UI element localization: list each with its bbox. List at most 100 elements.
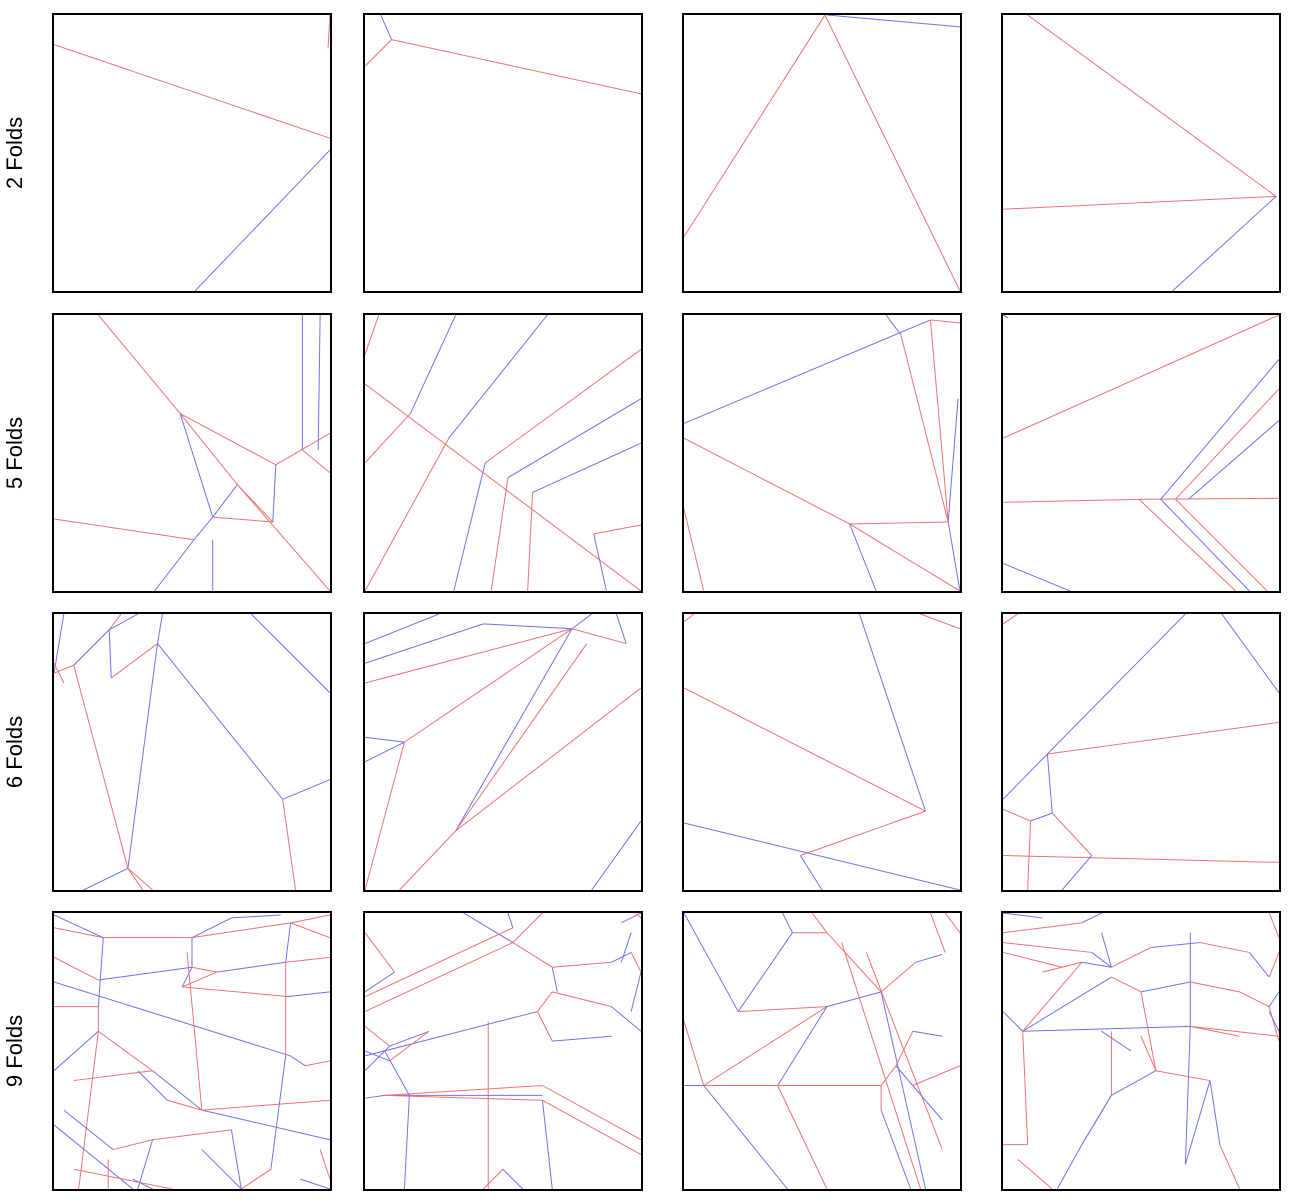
valley-fold-line xyxy=(73,629,110,666)
valley-fold-line xyxy=(1184,1080,1211,1165)
mountain-fold-line xyxy=(73,1070,153,1082)
mountain-fold-line xyxy=(880,961,916,993)
mountain-fold-line xyxy=(1139,497,1279,500)
crease-pattern-panel xyxy=(682,911,962,1191)
mountain-fold-line xyxy=(512,942,553,968)
mountain-fold-line xyxy=(929,319,949,523)
valley-fold-line xyxy=(507,398,641,479)
mountain-fold-line xyxy=(811,913,828,934)
mountain-fold-line xyxy=(1003,614,1019,625)
mountain-fold-line xyxy=(1003,498,1140,503)
mountain-fold-line xyxy=(738,1006,827,1013)
mountain-fold-line xyxy=(684,687,926,812)
valley-fold-line xyxy=(1187,420,1279,500)
mountain-fold-line xyxy=(1047,721,1279,755)
valley-fold-line xyxy=(231,914,281,919)
valley-fold-line xyxy=(317,315,321,451)
mountain-fold-line xyxy=(73,1168,173,1189)
valley-fold-line xyxy=(593,533,607,591)
crease-lines xyxy=(684,614,960,890)
mountain-fold-line xyxy=(365,742,405,890)
valley-fold-line xyxy=(365,1094,385,1099)
mountain-fold-line xyxy=(930,319,960,324)
valley-fold-line xyxy=(179,413,214,518)
mountain-fold-line xyxy=(113,1139,153,1151)
valley-fold-line xyxy=(684,319,931,424)
valley-fold-line xyxy=(216,961,286,973)
mountain-fold-line xyxy=(630,952,641,973)
valley-fold-line xyxy=(1022,1025,1191,1032)
valley-fold-line xyxy=(1101,932,1112,968)
valley-fold-line xyxy=(285,991,330,998)
mountain-fold-line xyxy=(282,799,296,890)
mountain-fold-line xyxy=(241,1168,272,1189)
mountain-fold-line xyxy=(684,15,826,238)
mountain-fold-line xyxy=(1268,952,1279,978)
valley-fold-line xyxy=(1081,913,1102,924)
valley-fold-line xyxy=(885,315,902,336)
crease-pattern-panel xyxy=(682,313,962,593)
valley-fold-line xyxy=(1003,562,1071,591)
crease-lines xyxy=(365,913,641,1189)
row-label-text: 6 Folds xyxy=(2,715,27,789)
mountain-fold-line xyxy=(127,867,153,890)
mountain-fold-line xyxy=(684,437,850,525)
mountain-fold-line xyxy=(191,966,217,973)
valley-fold-line xyxy=(571,614,593,630)
mountain-fold-line xyxy=(703,1006,828,1086)
mountain-fold-line xyxy=(319,1149,330,1180)
mountain-fold-line xyxy=(327,15,330,49)
mountain-fold-line xyxy=(684,614,695,623)
mountain-fold-line xyxy=(912,1065,960,1086)
mountain-fold-line xyxy=(1051,812,1093,856)
mountain-fold-line xyxy=(1003,951,1063,968)
mountain-fold-line xyxy=(1268,913,1279,938)
valley-fold-line xyxy=(1268,1011,1279,1032)
valley-fold-line xyxy=(365,1011,538,1057)
valley-fold-line xyxy=(849,523,877,591)
valley-fold-line xyxy=(194,149,330,291)
crease-pattern-panel xyxy=(363,911,643,1191)
valley-fold-line xyxy=(54,914,104,939)
valley-fold-line xyxy=(132,1178,153,1189)
mountain-fold-line xyxy=(527,492,534,591)
crease-lines xyxy=(54,614,330,890)
mountain-fold-line xyxy=(1003,922,1082,934)
row-label: 2 Folds xyxy=(0,13,30,293)
mountain-fold-line xyxy=(399,830,457,890)
valley-fold-line xyxy=(365,1050,390,1062)
crease-pattern-panel xyxy=(52,13,332,293)
mountain-fold-line xyxy=(181,971,217,988)
valley-fold-line xyxy=(703,1085,788,1189)
valley-fold-line xyxy=(63,1109,114,1150)
crease-pattern-panel xyxy=(1001,313,1281,593)
valley-fold-line xyxy=(684,822,960,890)
row-label-text: 2 Folds xyxy=(2,116,27,190)
valley-fold-line xyxy=(611,951,632,963)
mountain-fold-line xyxy=(944,913,960,934)
valley-fold-line xyxy=(193,516,214,541)
valley-fold-line xyxy=(826,15,960,28)
mountain-fold-line xyxy=(182,986,291,998)
valley-fold-line xyxy=(97,937,104,1007)
mountain-fold-line xyxy=(152,1129,232,1141)
valley-fold-line xyxy=(365,971,395,993)
mountain-fold-line xyxy=(191,922,291,939)
valley-fold-line xyxy=(455,628,573,832)
row-label: 6 Folds xyxy=(0,612,30,892)
valley-fold-line xyxy=(54,1030,99,1072)
crease-lines xyxy=(1003,913,1279,1189)
valley-fold-line xyxy=(1184,1026,1191,1165)
valley-fold-line xyxy=(384,1050,410,1096)
mountain-fold-line xyxy=(54,664,74,674)
crease-lines xyxy=(1003,15,1277,291)
valley-fold-line xyxy=(1003,1011,1024,1032)
crease-lines xyxy=(365,15,641,95)
mountain-fold-line xyxy=(1140,1036,1157,1071)
mountain-fold-line xyxy=(490,477,509,591)
mountain-fold-line xyxy=(1190,981,1240,993)
valley-fold-line xyxy=(380,15,393,40)
mountain-fold-line xyxy=(841,942,922,1189)
mountain-fold-line xyxy=(97,315,181,414)
mountain-fold-line xyxy=(512,913,543,943)
